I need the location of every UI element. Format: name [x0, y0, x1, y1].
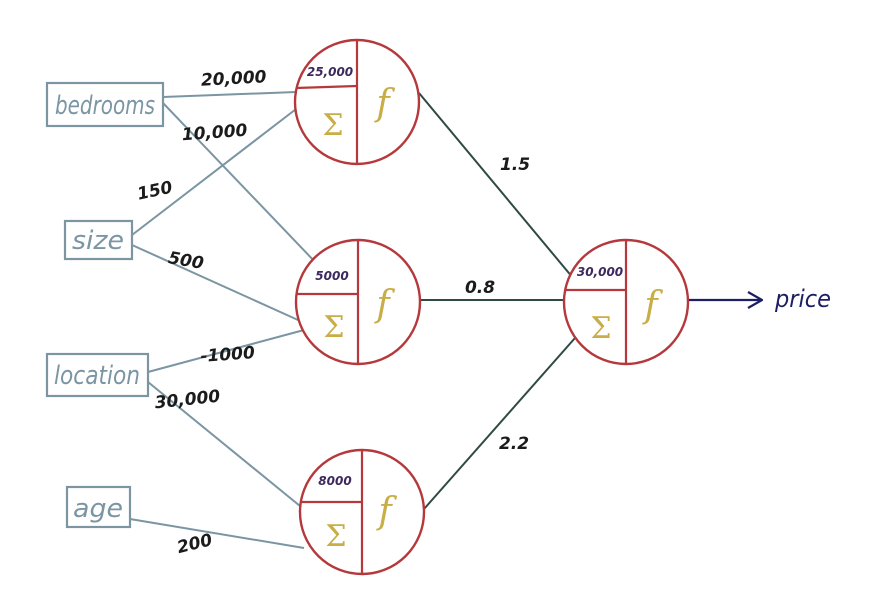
neuron-h1: 25,000 Σ f — [293, 38, 421, 166]
input-box-location — [45, 352, 150, 398]
input-box-age — [65, 485, 132, 529]
weight-label-bedrooms-h2: 10,000 — [181, 121, 248, 146]
input-label-age: age — [73, 494, 123, 524]
neuron-out: 30,000 Σ f — [562, 238, 690, 366]
weight-label-h3-out: 2.2 — [499, 434, 529, 454]
neuron-divider-horizontal-h1 — [295, 84, 358, 90]
weight-label-location-h3: 30,000 — [154, 387, 222, 414]
neuron-bias-out: 30,000 — [577, 265, 623, 279]
output-arrow-head-icon — [747, 291, 764, 309]
neuron-sum-symbol-h1: Σ — [322, 108, 343, 143]
weight-label-h1-out: 1.5 — [500, 155, 530, 175]
output-label: price — [774, 285, 831, 313]
input-label-size: size — [72, 226, 124, 256]
weight-label-size-h1: 150 — [136, 178, 175, 205]
input-node-size: size — [63, 219, 134, 261]
input-label-bedrooms: bedrooms — [55, 91, 155, 121]
weight-label-size-h2: 500 — [167, 248, 206, 274]
input-label-location: location — [54, 361, 140, 391]
weight-labels: 20,000 10,000 150 500 -1000 30,000 200 1… — [136, 67, 531, 558]
neuron-bias-h2: 5000 — [315, 269, 348, 283]
input-node-age: age — [65, 485, 132, 529]
neuron-bias-h3: 8000 — [318, 474, 351, 488]
input-node-location: location — [45, 352, 150, 398]
edge-line-bedrooms-h1 — [162, 91, 297, 98]
edge-line-age-h3 — [129, 518, 305, 549]
edge-line-h1-out — [418, 92, 584, 291]
edge-line-location-h2 — [147, 329, 305, 373]
edge-line-h3-out — [423, 337, 576, 510]
neuron-bias-h1: 25,000 — [307, 65, 353, 79]
edge-line-size-h2 — [131, 244, 299, 321]
neuron-h3: 8000 Σ f — [298, 448, 426, 576]
neuron-sum-symbol-out: Σ — [590, 311, 611, 346]
edge-lines — [129, 91, 584, 549]
input-box-size — [63, 219, 134, 261]
output: price — [689, 285, 831, 313]
edge-line-location-h3 — [147, 381, 301, 507]
edge-line-size-h1 — [131, 105, 301, 236]
weight-label-location-h2: -1000 — [200, 343, 256, 367]
neuron-sum-symbol-h2: Σ — [323, 310, 344, 345]
weight-label-h2-out: 0.8 — [465, 278, 495, 298]
edge-line-bedrooms-h2 — [162, 102, 319, 266]
neuron-sum-symbol-h3: Σ — [325, 519, 346, 554]
input-box-bedrooms — [45, 81, 165, 128]
input-node-bedrooms: bedrooms — [45, 81, 165, 128]
weight-label-bedrooms-h1: 20,000 — [200, 67, 267, 90]
neuron-h2: 5000 Σ f — [294, 238, 422, 366]
weight-label-age-h3: 200 — [175, 530, 214, 558]
